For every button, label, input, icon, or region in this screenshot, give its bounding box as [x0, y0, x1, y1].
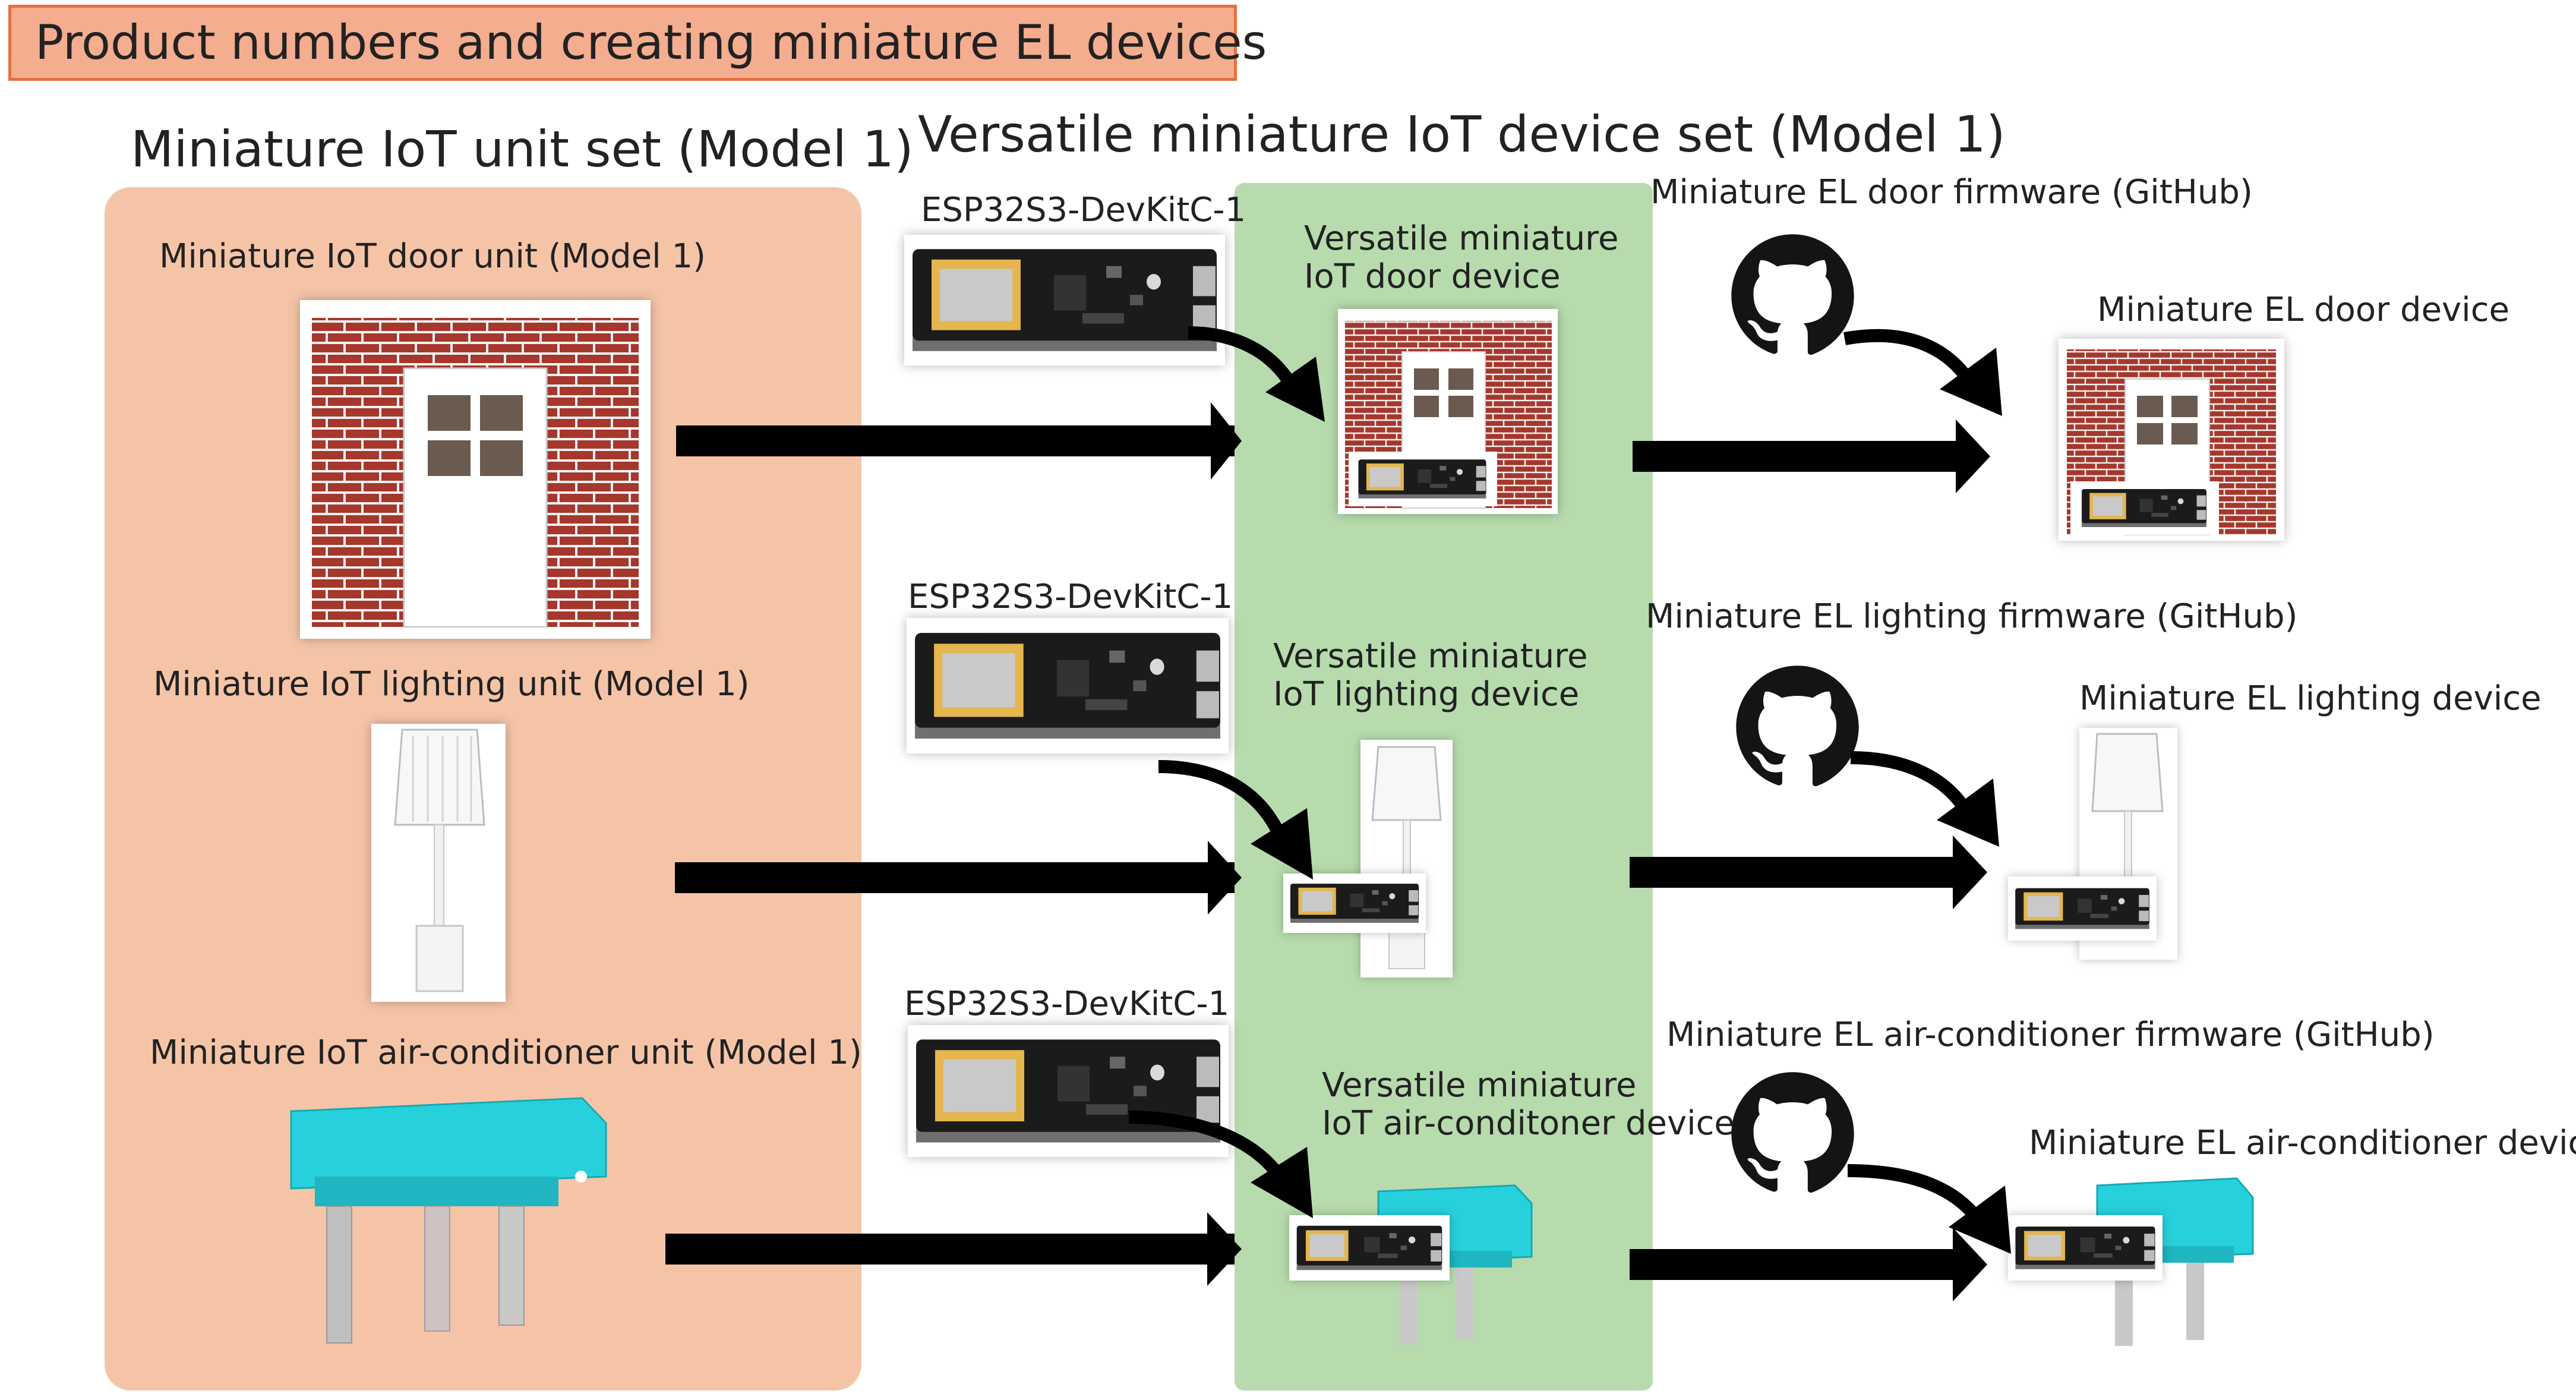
- el-door-device-image: [2059, 339, 2284, 541]
- el-device-label-door: Miniature EL door device: [2097, 291, 2509, 329]
- device-set-title: Versatile miniature IoT device set (Mode…: [918, 105, 2006, 163]
- el-device-label-aircon: Miniature EL air-conditioner device: [2029, 1124, 2576, 1162]
- unit-set-title: Miniature IoT unit set (Model 1): [131, 120, 914, 178]
- aircon-unit-image: [273, 1087, 618, 1355]
- device-label-aircon-line1: Versatile miniature: [1322, 1066, 1637, 1105]
- lighting-unit-image: [371, 724, 506, 1002]
- versatile-door-device-image: [1338, 309, 1558, 514]
- door-unit-label: Miniature IoT door unit (Model 1): [159, 237, 706, 276]
- device-label-aircon-line2: IoT air-conditoner device: [1322, 1104, 1735, 1143]
- firmware-label-door: Miniature EL door firmware (GitHub): [1650, 173, 2253, 212]
- device-label-door-line2: IoT door device: [1304, 257, 1561, 297]
- arrow-right-icon: [1630, 835, 1987, 909]
- esp32-board-image-aircon: [908, 1025, 1229, 1157]
- github-icon: [1731, 234, 1854, 355]
- door-unit-image: [300, 300, 651, 639]
- el-aircon-device-image: [2008, 1174, 2258, 1352]
- arrow-right-icon: [1633, 420, 1990, 493]
- firmware-label-lighting: Miniature EL lighting firmware (GitHub): [1646, 597, 2298, 636]
- board-label-door: ESP32S3-DevKitC-1: [921, 191, 1246, 229]
- arrow-right-icon: [676, 402, 1242, 480]
- lighting-unit-label: Miniature IoT lighting unit (Model 1): [153, 665, 750, 704]
- firmware-label-aircon: Miniature EL air-conditioner firmware (G…: [1666, 1016, 2435, 1054]
- el-device-label-lighting: Miniature EL lighting device: [2079, 679, 2542, 718]
- esp32-board-image-lighting: [907, 618, 1229, 753]
- github-icon: [1731, 1072, 1854, 1193]
- device-label-door: Versatile miniature IoT door device: [1304, 219, 1619, 297]
- arrow-right-icon: [1630, 1228, 1987, 1301]
- versatile-aircon-device-image: [1289, 1180, 1539, 1352]
- versatile-lighting-device-image: [1283, 740, 1479, 978]
- el-lighting-device-image: [2008, 728, 2204, 960]
- device-label-door-line1: Versatile miniature: [1304, 219, 1619, 258]
- curved-arrow-icon: [1188, 326, 1325, 422]
- curved-arrow-icon: [1847, 1164, 2011, 1254]
- curved-arrow-icon: [1128, 1111, 1313, 1218]
- device-label-lighting-line2: IoT lighting device: [1273, 675, 1580, 714]
- page-title: Product numbers and creating miniature E…: [8, 5, 1267, 81]
- curved-arrow-icon: [1850, 751, 1999, 847]
- curved-arrow-icon: [1843, 329, 2002, 416]
- aircon-unit-label: Miniature IoT air-conditioner unit (Mode…: [150, 1033, 862, 1072]
- esp32-board-image-door: [904, 235, 1225, 365]
- device-label-lighting: Versatile miniature IoT lighting device: [1273, 637, 1588, 714]
- device-label-aircon: Versatile miniature IoT air-conditoner d…: [1322, 1066, 1735, 1143]
- curved-arrow-icon: [1158, 760, 1313, 879]
- device-label-lighting-line1: Versatile miniature: [1273, 637, 1588, 676]
- board-label-aircon: ESP32S3-DevKitC-1: [904, 985, 1230, 1023]
- github-icon: [1736, 666, 1859, 787]
- board-label-lighting: ESP32S3-DevKitC-1: [908, 578, 1233, 616]
- arrow-right-icon: [665, 1212, 1242, 1286]
- arrow-right-icon: [675, 841, 1242, 915]
